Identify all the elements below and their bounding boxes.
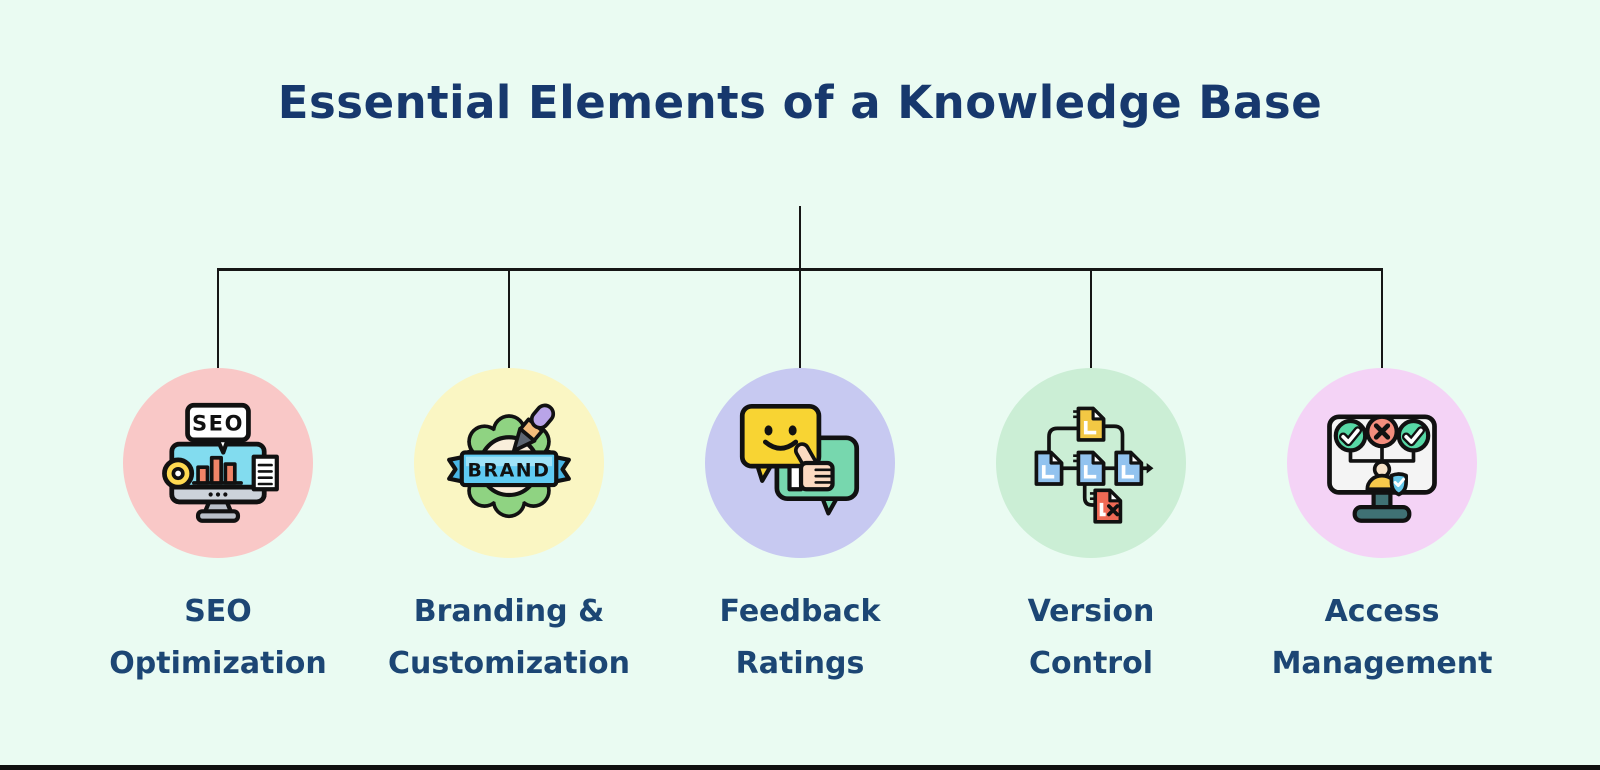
- label-branding-customization: Branding & Customization: [349, 586, 669, 690]
- label-line: SEO: [184, 594, 252, 629]
- item-circle-feedback-ratings: [705, 368, 895, 558]
- connector-stem: [799, 206, 801, 270]
- svg-text:SEO: SEO: [192, 411, 244, 435]
- label-access-management: Access Management: [1222, 586, 1542, 690]
- connector-drop-seo: [217, 270, 219, 372]
- label-line: Optimization: [109, 646, 327, 681]
- label-feedback-ratings: Feedback Ratings: [640, 586, 960, 690]
- svg-text:BRAND: BRAND: [468, 460, 551, 482]
- label-line: Ratings: [735, 646, 865, 681]
- feedback-smiley-thumbs-up-icon: [739, 403, 860, 516]
- page-title: Essential Elements of a Knowledge Base: [277, 76, 1323, 129]
- connector-drop-branding: [508, 270, 510, 372]
- connector-drop-version: [1090, 270, 1092, 372]
- brand-badge-paintbrush-icon: BRAND: [447, 403, 571, 519]
- bottom-border: [0, 765, 1600, 770]
- label-version-control: Version Control: [931, 586, 1251, 690]
- label-line: Version: [1027, 594, 1155, 629]
- label-line: Control: [1028, 646, 1153, 681]
- seo-monitor-icon: SEO: [162, 402, 279, 523]
- version-flow-documents-icon: [1034, 406, 1154, 524]
- connector-drop-access: [1381, 270, 1383, 372]
- access-monitor-permissions-icon: [1327, 414, 1437, 523]
- connector-drop-feedback: [799, 270, 801, 372]
- item-circle-access-management: [1287, 368, 1477, 558]
- label-seo-optimization: SEO Optimization: [58, 586, 378, 690]
- item-circle-branding-customization: BRAND: [414, 368, 604, 558]
- item-circle-seo-optimization: SEO: [123, 368, 313, 558]
- label-line: Feedback: [719, 594, 881, 629]
- label-line: Access: [1324, 594, 1440, 629]
- label-line: Management: [1271, 646, 1493, 681]
- item-circle-version-control: [996, 368, 1186, 558]
- label-line: Branding &: [413, 594, 605, 629]
- connector-crossbar: [217, 268, 1383, 271]
- label-line: Customization: [387, 646, 631, 681]
